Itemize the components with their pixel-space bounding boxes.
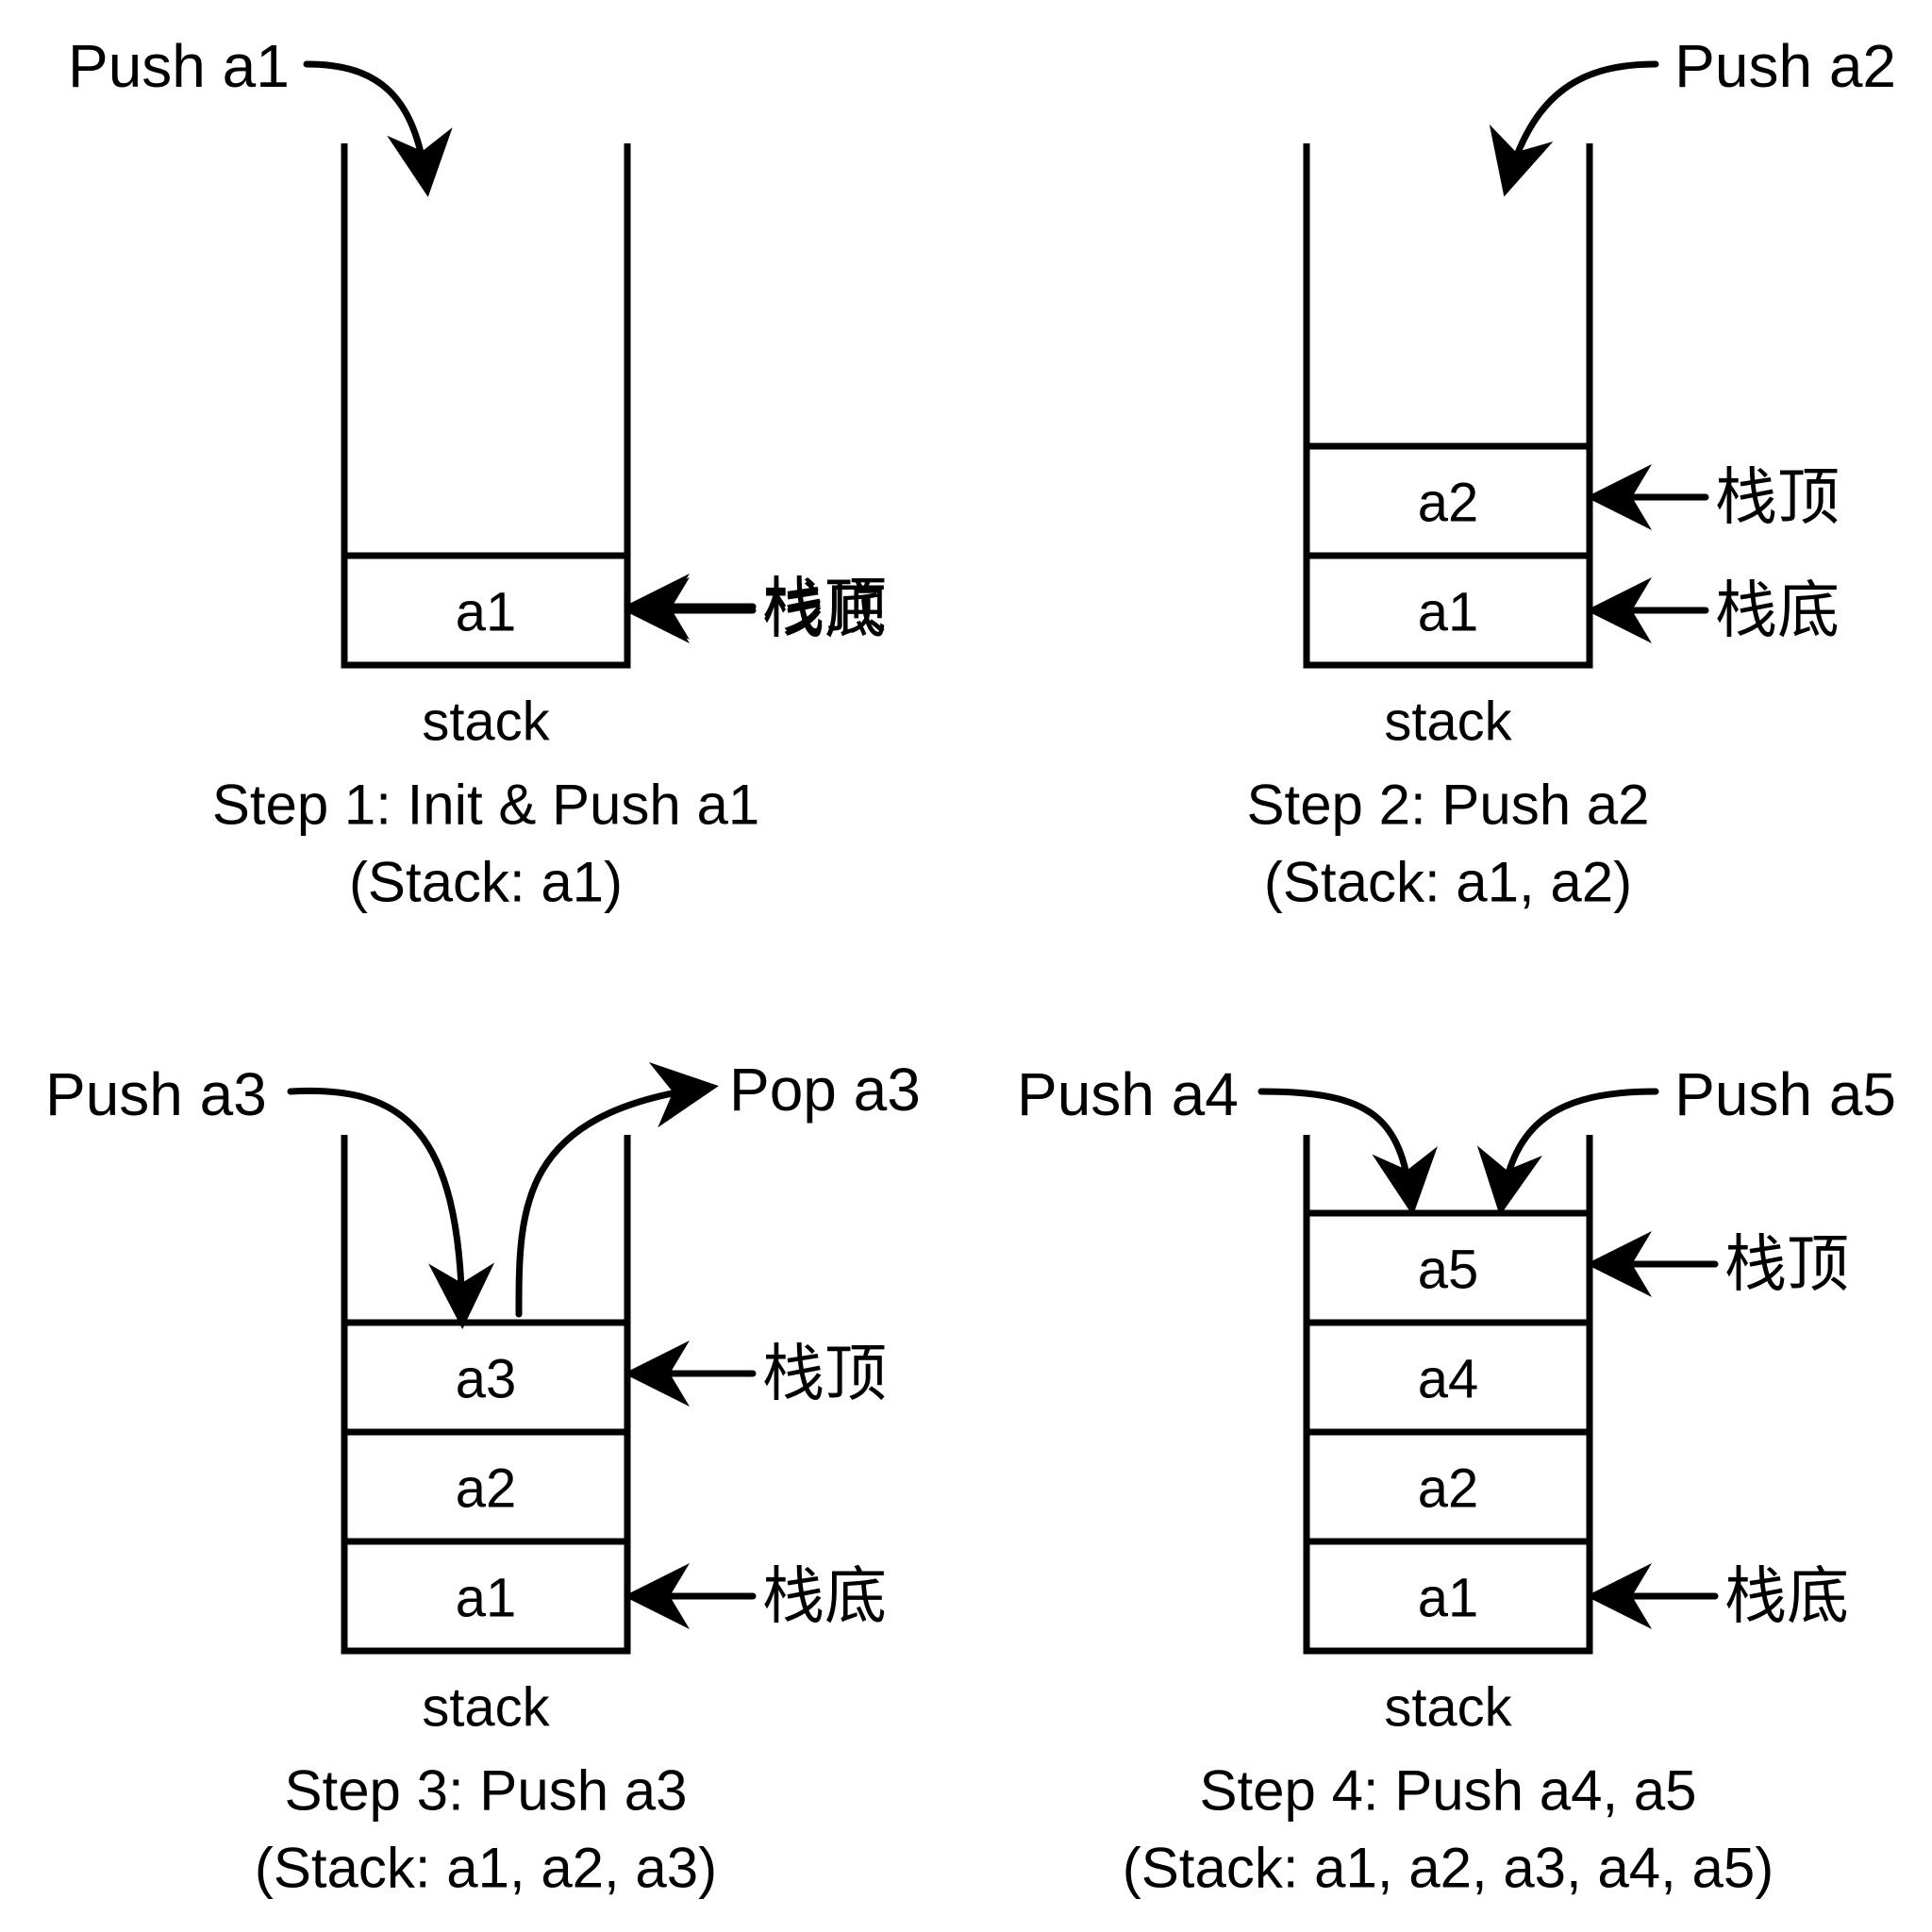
panel-1-top-pointer-label: 栈顶 [762,571,887,643]
panel-2-bottom-pointer-label: 栈底 [1715,575,1840,647]
panel-3-top-pointer-label: 栈顶 [762,1338,887,1410]
panel-4-stack-contents: (Stack: a1, a2, a3, a4, a5) [1123,1837,1774,1900]
panel-3-step-title: Step 3: Push a3 [285,1759,688,1823]
panel-3-bottom-pointer-label: 栈底 [762,1560,887,1633]
panel-3-cell-a3: a3 [456,1349,517,1410]
panel-1-stack-caption: stack [422,691,550,753]
panel-3-cell-a1: a1 [456,1568,517,1629]
panel-2-top-pointer-label: 栈顶 [1715,461,1840,534]
panel-4-cell-a2: a2 [1418,1458,1479,1520]
panel-2-push-a2-label: Push a2 [1674,32,1896,100]
panel-2-push-a2-arrow [1489,60,1659,197]
panel-4-stack-caption: stack [1384,1677,1512,1739]
panel-2-step-title: Step 2: Push a2 [1247,774,1650,837]
panel-3-pop-a3-arrow [515,1061,719,1318]
panel-1-stack-contents: (Stack: a1) [349,851,623,914]
panel-1-cell-a1: a1 [456,582,517,643]
panel-4-cell-a1: a1 [1418,1568,1479,1629]
panel-1-push-a1-label: Push a1 [68,32,290,100]
panel-4-cell-a4: a4 [1418,1349,1479,1410]
panel-3-stack-caption: stack [422,1677,550,1739]
panel-2-cell-a1: a1 [1418,582,1479,643]
panel-4-bottom-pointer-label: 栈底 [1724,1560,1849,1633]
panel-1-push-a1-arrow [303,60,453,197]
panel-2-stack-contents: (Stack: a1, a2) [1264,851,1632,914]
panel-3-pop-a3-label: Pop a3 [729,1056,921,1124]
panel-1-step-title: Step 1: Init & Push a1 [212,774,759,837]
panel-4-push-a4-label: Push a4 [1017,1060,1239,1128]
panel-4-cell-a5: a5 [1418,1240,1479,1301]
panel-4-top-pointer-label: 栈顶 [1724,1228,1849,1301]
panel-4-push-a4-arrow [1257,1088,1438,1216]
panel-4-push-a5-arrow [1476,1088,1659,1216]
panel-2-stack-caption: stack [1384,691,1512,753]
panel-4-push-a5-label: Push a5 [1674,1060,1896,1128]
panel-3-push-a3-label: Push a3 [45,1060,267,1128]
panel-3-push-a3-arrow [287,1087,495,1329]
panel-4-step-title: Step 4: Push a4, a5 [1199,1759,1696,1823]
panel-3-stack-contents: (Stack: a1, a2, a3) [255,1837,717,1900]
panel-3-cell-a2: a2 [456,1458,517,1520]
panel-1-bottom-pointer-label: 栈底 [762,575,887,647]
panel-2-cell-a2: a2 [1418,473,1479,534]
